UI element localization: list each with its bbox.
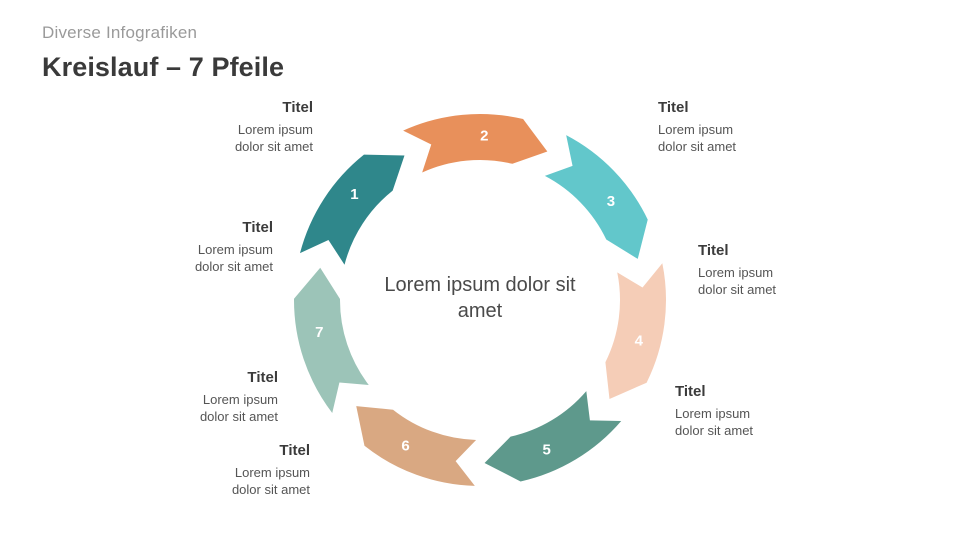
cycle-arrow-number-7: 7 xyxy=(315,324,323,341)
segment-label-title-3: Titel xyxy=(675,383,706,400)
cycle-arrow-number-1: 1 xyxy=(350,186,358,203)
segment-label-body-6: Lorem ipsum dolor sit amet xyxy=(194,242,273,274)
segment-label-title-7: Titel xyxy=(282,99,313,116)
segment-label-title-5: Titel xyxy=(247,369,278,386)
cycle-arrow-5[interactable] xyxy=(484,391,622,482)
segment-label-body-7: Lorem ipsum dolor sit amet xyxy=(234,122,313,154)
segment-label-title-6: Titel xyxy=(242,219,273,236)
cycle-arrow-number-5: 5 xyxy=(543,441,551,458)
page-title: Kreislauf – 7 Pfeile xyxy=(42,52,285,82)
segment-label-body-5: Lorem ipsum dolor sit amet xyxy=(199,392,278,424)
segment-label-body-4: Lorem ipsum dolor sit amet xyxy=(231,465,310,497)
segment-label-6: Titel Lorem ipsum dolor sit amet xyxy=(105,218,273,275)
segment-label-4: Titel Lorem ipsum dolor sit amet xyxy=(142,441,310,498)
center-label: Lorem ipsum dolor sit amet xyxy=(384,274,576,322)
cycle-arrow-7[interactable] xyxy=(293,267,369,413)
segment-label-1: Titel Lorem ipsum dolor sit amet xyxy=(658,98,826,155)
cycle-arrow-3[interactable] xyxy=(544,135,648,259)
cycle-arrow-number-2: 2 xyxy=(480,128,488,145)
segment-label-title-2: Titel xyxy=(698,242,729,259)
segment-label-body-3: Lorem ipsum dolor sit amet xyxy=(675,406,754,438)
segment-label-title-4: Titel xyxy=(279,442,310,459)
slide-header: Diverse Infografiken Kreislauf – 7 Pfeil… xyxy=(42,22,642,84)
segment-label-2: Titel Lorem ipsum dolor sit amet xyxy=(698,241,866,298)
cycle-arrow-4[interactable] xyxy=(605,263,666,399)
cycle-arrow-number-6: 6 xyxy=(401,438,409,455)
cycle-arrow-1[interactable] xyxy=(300,154,405,265)
cycle-arrow-2[interactable] xyxy=(403,113,548,173)
segment-label-title-1: Titel xyxy=(658,99,689,116)
segment-label-7: Titel Lorem ipsum dolor sit amet xyxy=(145,98,313,155)
segment-label-5: Titel Lorem ipsum dolor sit amet xyxy=(110,368,278,425)
segment-label-body-2: Lorem ipsum dolor sit amet xyxy=(698,265,777,297)
segment-label-3: Titel Lorem ipsum dolor sit amet xyxy=(675,382,843,439)
segment-label-body-1: Lorem ipsum dolor sit amet xyxy=(658,122,737,154)
cycle-arrow-number-3: 3 xyxy=(607,193,615,210)
cycle-arrow-6[interactable] xyxy=(356,406,477,486)
cycle-arrow-number-4: 4 xyxy=(635,333,644,350)
eyebrow-text: Diverse Infografiken xyxy=(42,23,198,42)
